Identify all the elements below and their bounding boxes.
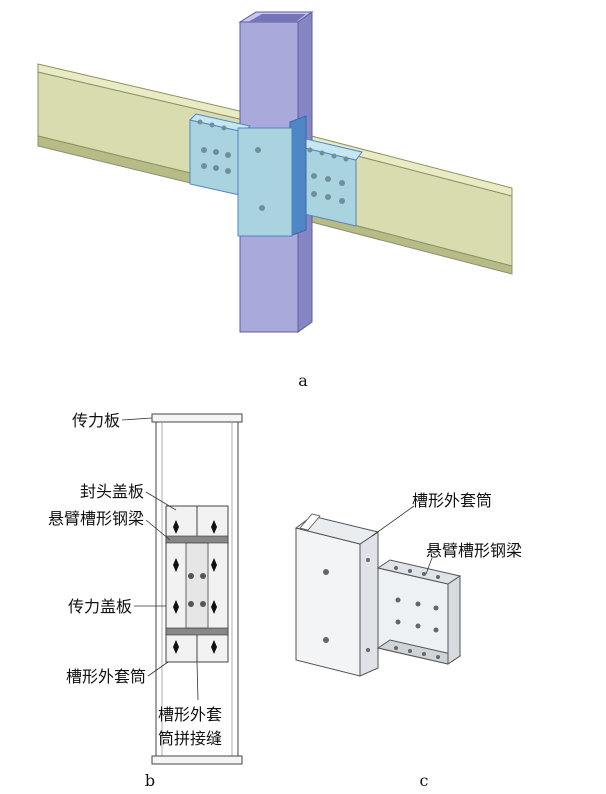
figure-c-exploded-part: 槽形外套筒 悬臂槽形钢梁 c	[294, 491, 522, 790]
top-transfer-plate	[151, 413, 243, 423]
figure-c-leaders	[371, 505, 433, 575]
figure-c-label: c	[420, 771, 429, 790]
outer-sleeve-front	[237, 127, 293, 237]
callout-transfer-plate: 传力板	[72, 411, 120, 430]
callout-c-cantilever-channel-beam: 悬臂槽形钢梁	[426, 541, 522, 560]
callout-cantilever-channel-beam: 悬臂槽形钢梁	[48, 509, 144, 528]
callout-sleeve-seam-line2: 筒拼接缝	[158, 729, 222, 748]
callout-transfer-cover-plate: 传力盖板	[68, 597, 132, 616]
bolts	[197, 119, 349, 211]
callout-c-channel-outer-sleeve: 槽形外套筒	[412, 491, 492, 510]
bolt-markers	[173, 520, 217, 654]
callout-sleeve-seam-line1: 槽形外套	[158, 705, 222, 724]
channel-sleeve-part	[294, 513, 380, 677]
figure-a-label: a	[298, 371, 308, 390]
right-cantilever-bracket	[289, 115, 363, 237]
callout-end-cover-plate: 封头盖板	[80, 482, 144, 501]
cantilever-channel-part	[376, 559, 462, 665]
callout-channel-outer-sleeve: 槽形外套筒	[66, 667, 146, 686]
figure-b-label: b	[145, 771, 155, 790]
figure-b-elevation: 传力板 封头盖板 悬臂槽形钢梁 传力盖板 槽形外套筒 槽形外套 筒拼接缝 b	[48, 411, 243, 790]
figure-b-leaders	[121, 417, 199, 701]
bottom-transfer-plate	[151, 755, 243, 765]
figure-a-isometric-joint: a	[37, 11, 513, 390]
left-cantilever-bracket	[189, 113, 251, 197]
